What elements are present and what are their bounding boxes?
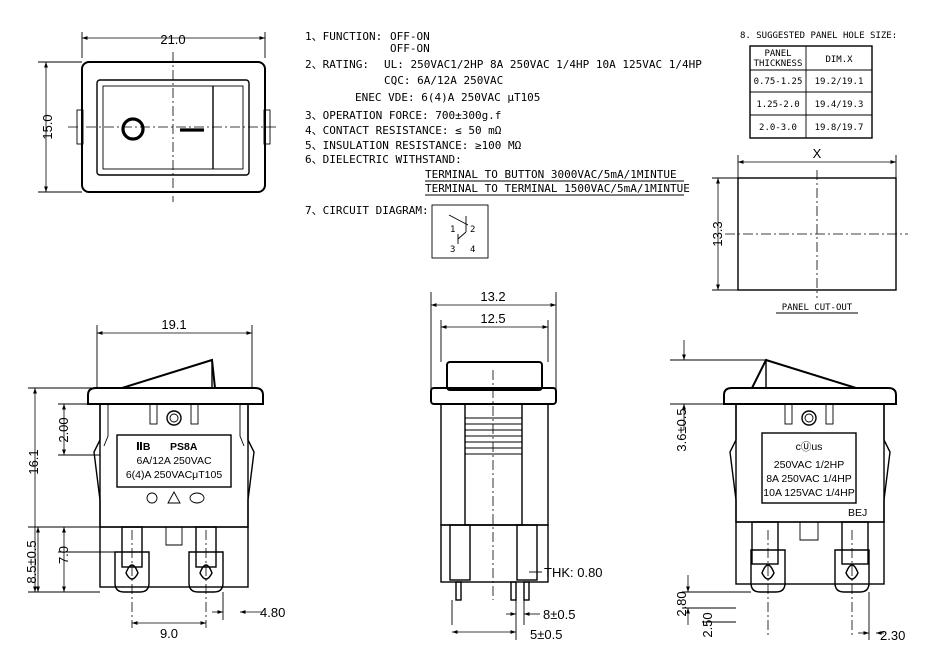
cutout-caption: PANEL CUT-OUT xyxy=(782,303,853,313)
back-250-dim: 2.50 xyxy=(700,612,715,637)
panel-table-head-thickness-2: THICKNESS xyxy=(754,59,803,69)
circuit-pin-1: 1 xyxy=(450,225,455,235)
top-width-dim: 21.0 xyxy=(160,32,185,47)
rocker-button xyxy=(121,358,216,389)
front-pitch-dim: 9.0 xyxy=(160,626,178,641)
back-view: cⓊus 250VAC 1/2HP 8A 250VAC 1/4HP 10A 12… xyxy=(670,340,905,643)
spec-insulation-resistance: 5、INSULATION RESISTANCE: ≥100 MΩ xyxy=(305,139,522,152)
brand-logo-icon: ⅡB xyxy=(136,441,151,453)
table-cell: 19.8/19.7 xyxy=(815,123,864,133)
panel-cutout: X 13.3 PANEL CUT-OUT xyxy=(710,146,908,314)
back-230-dim: 2.30 xyxy=(880,628,905,643)
ul-mark-icon: cⓊus xyxy=(796,441,823,453)
panel-table-head-dim: DIM.X xyxy=(825,55,853,65)
cutout-x-dim: X xyxy=(813,146,822,161)
top-height-dim: 15.0 xyxy=(40,114,55,139)
front-tab-dim: 4.80 xyxy=(260,605,285,620)
front-width-dim: 19.1 xyxy=(161,317,186,332)
table-cell: 19.4/19.3 xyxy=(815,100,864,110)
side-5-dim: 5±0.5 xyxy=(530,627,562,642)
spec-rating-cqc: CQC: 6A/12A 250VAC xyxy=(384,74,503,87)
spec-rating-enec: ENEC VDE: 6(4)A 250VAC μT105 xyxy=(355,91,540,104)
spec-list: 1、FUNCTION: OFF-ON OFF-ON 2、RATING: UL: … xyxy=(305,30,702,217)
front-lower-dim: 8.5±0.5 xyxy=(24,540,39,583)
table-cell: 1.25-2.0 xyxy=(756,100,799,110)
spec-function-value-2: OFF-ON xyxy=(390,42,430,55)
front-terminal-dim: 7.0 xyxy=(56,546,71,564)
cert-mark-icon xyxy=(146,492,158,504)
back-label-line-2: 8A 250VAC 1/4HP xyxy=(766,473,852,485)
cutout-height-dim: 13.3 xyxy=(710,221,725,246)
off-symbol-icon xyxy=(121,117,145,141)
front-upper-dim: 2.00 xyxy=(56,417,71,442)
back-label xyxy=(761,432,857,504)
spec-circuit-diagram: 7、CIRCUIT DIAGRAM: xyxy=(305,204,429,217)
back-280-dim: 2.80 xyxy=(674,591,689,616)
front-label xyxy=(116,434,232,488)
side-8-dim: 8±0.5 xyxy=(543,607,575,622)
back-label-line-3: 10A 125VAC 1/4HP xyxy=(763,487,854,499)
back-label-code: BEJ xyxy=(848,507,867,519)
side-thickness-dim: THK: 0.80 xyxy=(544,565,603,580)
table-cell: 2.0-3.0 xyxy=(759,123,797,133)
front-view: 19.1 ⅡB PS8A 6A/12A 250VAC 6(4)A 250VACμ… xyxy=(24,317,285,641)
table-cell: 19.2/19.1 xyxy=(815,77,864,87)
circuit-diagram: 1 2 3 4 xyxy=(431,204,489,259)
circuit-pin-3: 3 xyxy=(450,245,455,255)
back-top-dim: 3.6±0.5 xyxy=(674,408,689,451)
front-height-dim: 16.1 xyxy=(26,449,41,474)
circuit-pin-2: 2 xyxy=(470,225,475,235)
panel-table-head-thickness-1: PANEL xyxy=(764,49,791,59)
back-label-line-1: 250VAC 1/2HP xyxy=(774,459,844,471)
side-width-dim: 13.2 xyxy=(480,289,505,304)
spec-dielectric: 6、DIELECTRIC WITHSTAND: xyxy=(305,153,462,166)
spec-contact-resistance: 4、CONTACT RESISTANCE: ≤ 50 mΩ xyxy=(305,124,502,137)
front-label-model: PS8A xyxy=(170,441,198,453)
spec-rating-ul: UL: 250VAC1/2HP 8A 250VAC 1/4HP 10A 125V… xyxy=(384,58,702,71)
front-label-line-2: 6A/12A 250VAC xyxy=(136,455,212,467)
spec-dielectric-1: TERMINAL TO BUTTON 3000VAC/5mA/1MINTUE xyxy=(425,168,677,181)
panel-table-title: 8. SUGGESTED PANEL HOLE SIZE: xyxy=(740,31,897,41)
cqc-mark-icon xyxy=(189,492,205,504)
side-inner-dim: 12.5 xyxy=(480,311,505,326)
spec-rating: 2、RATING: xyxy=(305,58,369,71)
top-view: 21.0 15.0 xyxy=(38,32,278,202)
spec-function-value-1: OFF-ON xyxy=(390,30,430,43)
spec-dielectric-2: TERMINAL TO TERMINAL 1500VAC/5mA/1MINTUE xyxy=(425,182,690,195)
side-rocker xyxy=(446,361,543,391)
table-cell: 0.75-1.25 xyxy=(754,77,803,87)
spec-function: 1、FUNCTION: xyxy=(305,30,382,43)
front-label-line-3: 6(4)A 250VACμT105 xyxy=(126,469,222,481)
panel-hole-table: 8. SUGGESTED PANEL HOLE SIZE: PANEL THIC… xyxy=(740,31,897,139)
side-view: 13.2 12.5 THK: 0.80 8±0.5 5±0.5 xyxy=(430,289,603,642)
circuit-pin-4: 4 xyxy=(470,245,475,255)
cert-triangle-icon xyxy=(167,491,181,504)
spec-operation-force: 3、OPERATION FORCE: 700±300g.f xyxy=(305,109,501,122)
